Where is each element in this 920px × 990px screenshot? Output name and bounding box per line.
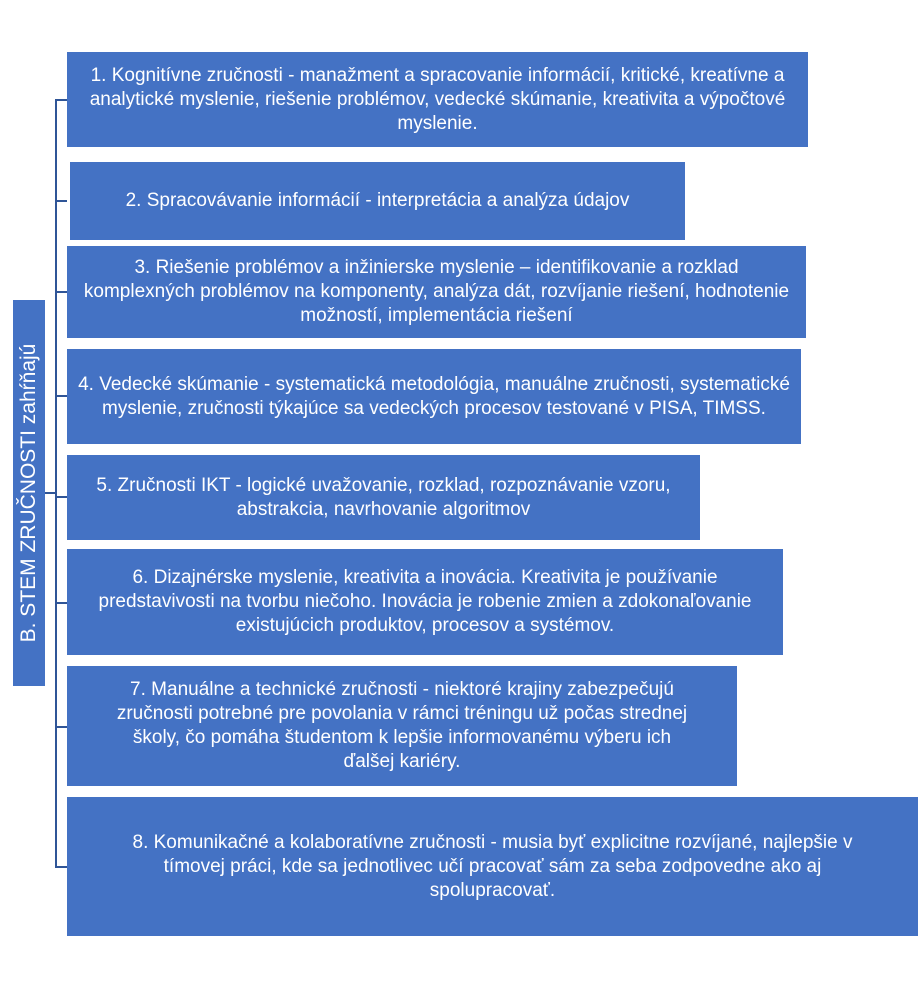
skill-box-6: 6. Dizajnérske myslenie, kreativita a in…: [67, 549, 783, 655]
connector-6: [55, 602, 67, 604]
skill-box-8: 8. Komunikačné a kolaboratívne zručnosti…: [67, 797, 918, 936]
connector-2: [55, 200, 67, 202]
connector-7: [55, 726, 67, 728]
root-connector: [45, 492, 57, 494]
skill-box-1: 1. Kognitívne zručnosti - manažment a sp…: [67, 52, 808, 147]
bracket-line: [55, 100, 57, 867]
connector-1: [55, 99, 67, 101]
connector-3: [55, 291, 67, 293]
root-label-box: B. STEM ZRUČNOSTI zahŕňajú: [13, 300, 45, 686]
skill-box-5: 5. Zručnosti IKT - logické uvažovanie, r…: [67, 455, 700, 540]
skill-box-7: 7. Manuálne a technické zručnosti - niek…: [67, 666, 737, 786]
skill-box-4: 4. Vedecké skúmanie - systematická metod…: [67, 349, 801, 444]
skill-box-3: 3. Riešenie problémov a inžinierske mysl…: [67, 246, 806, 338]
skill-box-2: 2. Spracovávanie informácií - interpretá…: [70, 162, 685, 240]
root-label: B. STEM ZRUČNOSTI zahŕňajú: [17, 343, 40, 643]
connector-4: [55, 395, 67, 397]
connector-8: [55, 866, 67, 868]
connector-5: [55, 496, 67, 498]
